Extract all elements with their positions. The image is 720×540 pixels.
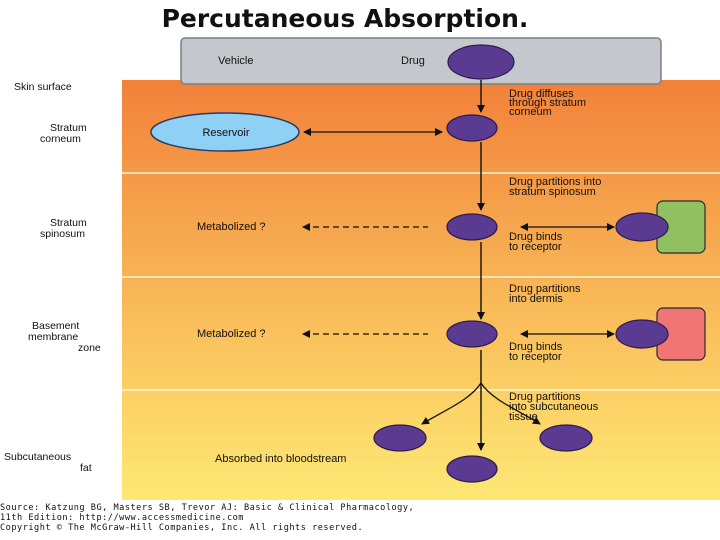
source-line-1: Source: Katzung BG, Masters SB, Trevor A… xyxy=(0,503,415,513)
note-binds-receptor-1: Drug binds to receptor xyxy=(509,231,565,253)
source-line-3: Copyright © The McGraw-Hill Companies, I… xyxy=(0,523,364,533)
slide-title: Percutaneous Absorption. xyxy=(0,4,720,33)
layer-label-stratum-corneum: Stratum corneum xyxy=(40,122,90,145)
reservoir-label: Reservoir xyxy=(202,127,249,139)
drug-molecule-spinosum xyxy=(446,213,498,241)
note-partitions-spinosum: Drug partitions into stratum spinosum xyxy=(509,176,604,198)
note-partitions-dermis: Drug partitions into dermis xyxy=(509,283,584,305)
drug-molecule-subcut-right xyxy=(539,424,593,452)
layer-label-stratum-spinosum: Stratum spinosum xyxy=(40,217,90,240)
drug-molecule-receptor-2 xyxy=(615,319,669,349)
metabolized-label-2: Metabolized ? xyxy=(197,328,266,340)
note-drug-diffuses: Drug diffuses through stratum corneum xyxy=(509,88,589,118)
drug-molecule-dermis xyxy=(446,320,498,348)
absorbed-label: Absorbed into bloodstream xyxy=(215,453,346,465)
drug-molecule-corneum xyxy=(446,114,498,142)
vehicle-label: Vehicle xyxy=(218,55,253,67)
note-partitions-subcutaneous: Drug partitions into subcutaneous tissue xyxy=(509,391,601,423)
vehicle-bar xyxy=(180,37,662,85)
layer-label-skin-surface: Skin surface xyxy=(14,81,72,93)
drug-molecule-vehicle xyxy=(447,44,515,80)
note-binds-receptor-2: Drug binds to receptor xyxy=(509,341,565,363)
layer-label-basement-membrane: Basement membrane zone xyxy=(28,320,101,354)
flow-arrow-branch-right xyxy=(480,382,541,425)
layer-label-subcutaneous-fat: Subcutaneous fat xyxy=(4,451,92,474)
drug-molecule-subcut-left xyxy=(373,424,427,452)
slide-title-text: Percutaneous Absorption. xyxy=(161,4,529,33)
metabolized-label-1: Metabolized ? xyxy=(197,221,266,233)
drug-molecule-receptor-1 xyxy=(615,212,669,242)
flow-arrow-branch-left xyxy=(421,382,482,425)
drug-molecule-bloodstream xyxy=(446,455,498,483)
source-line-2: 11th Edition: http://www.accessmedicine.… xyxy=(0,513,244,523)
reservoir-ellipse xyxy=(150,112,300,152)
drug-label: Drug xyxy=(401,55,425,67)
